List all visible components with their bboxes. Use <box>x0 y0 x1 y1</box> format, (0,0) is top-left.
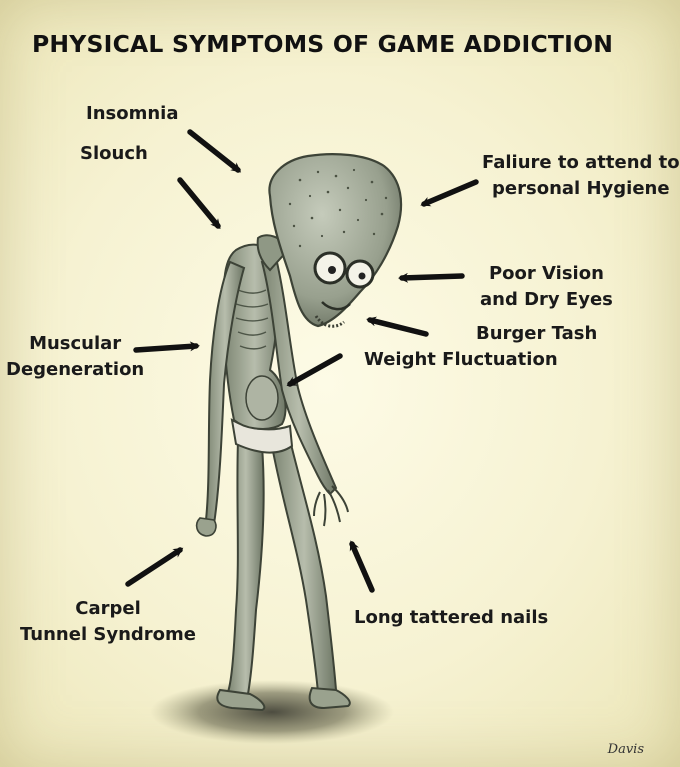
figure-head <box>268 153 403 328</box>
label-muscular-line2: Degeneration <box>6 359 145 380</box>
figure-legs <box>216 438 351 712</box>
label-vision-line2: and Dry Eyes <box>480 289 613 310</box>
label-carpel-line1: Carpel <box>75 598 141 619</box>
label-hygiene: Faliure to attend to personal Hygiene <box>482 150 680 202</box>
artist-signature: Davis <box>607 742 644 757</box>
label-hygiene-line2: personal Hygiene <box>492 178 670 199</box>
label-slouch: Slouch <box>80 143 148 164</box>
label-muscular: Muscular Degeneration <box>6 331 144 383</box>
arrow-insomnia <box>187 129 242 173</box>
floor-shadow <box>150 680 394 744</box>
arrow-muscular <box>133 341 200 353</box>
label-carpel: Carpel Tunnel Syndrome <box>20 596 196 648</box>
figure-tash <box>314 315 345 328</box>
label-carpel-line2: Tunnel Syndrome <box>20 624 196 645</box>
arrow-nails <box>349 540 375 593</box>
arrow-slouch <box>177 177 221 230</box>
arrow-burger-tash <box>366 316 429 337</box>
arrow-weight <box>286 353 343 387</box>
label-insomnia: Insomnia <box>86 103 179 124</box>
label-burger-tash: Burger Tash <box>476 323 598 344</box>
figure-ribs <box>235 289 269 350</box>
arrow-carpel <box>125 547 184 587</box>
arrow-hygiene <box>420 179 479 207</box>
figure-left-hand <box>195 517 217 537</box>
figure-right-arm <box>260 256 338 496</box>
label-weight: Weight Fluctuation <box>364 349 558 370</box>
head-stubble <box>288 168 388 248</box>
label-hygiene-line1: Faliure to attend to <box>482 152 680 173</box>
label-vision-line1: Poor Vision <box>488 263 604 284</box>
figure-belly <box>245 375 279 421</box>
label-nails: Long tattered nails <box>354 607 549 628</box>
figure-mouth <box>321 301 351 311</box>
figure-eyes <box>313 251 375 289</box>
figure-right-hand <box>313 485 349 527</box>
arrow-vision <box>398 272 465 283</box>
label-muscular-line1: Muscular <box>29 333 122 354</box>
label-vision: Poor Vision and Dry Eyes <box>480 261 613 313</box>
page-title: PHYSICAL SYMPTOMS OF GAME ADDICTION <box>32 30 614 58</box>
annotation-arrows <box>125 129 479 593</box>
